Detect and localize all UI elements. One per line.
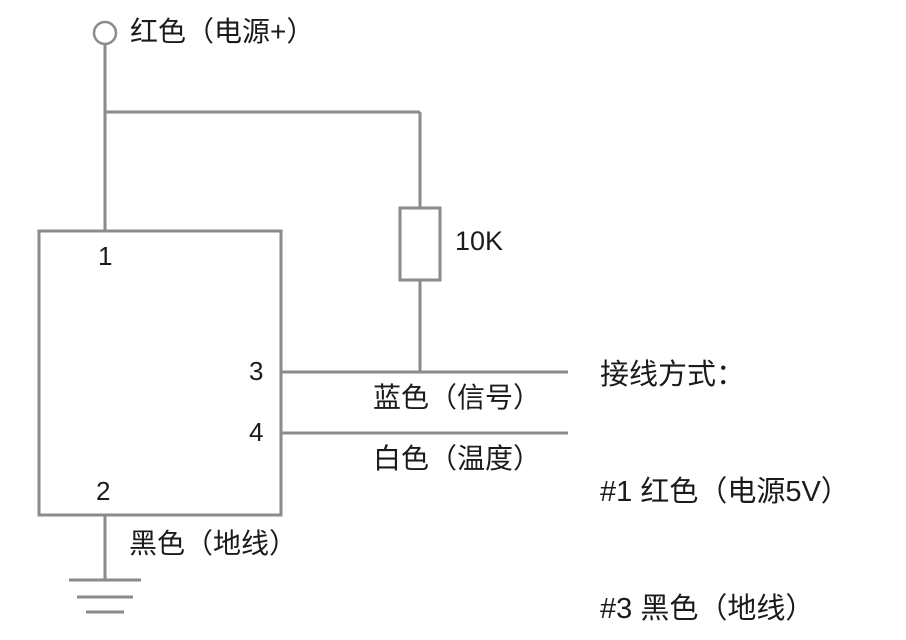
resistor-body bbox=[398, 206, 442, 282]
ic-block-body bbox=[37, 229, 283, 517]
pin-number-1: 1 bbox=[98, 241, 113, 271]
terminal-circle-icon bbox=[92, 20, 118, 46]
wiring-legend: 接线方式： #1 红色（电源5V） #3 黑色（地线） #4 蓝色（输出） #2… bbox=[600, 278, 850, 640]
legend-entry-2: #3 黑色（地线） bbox=[600, 593, 815, 625]
resistor-value-label: 10K bbox=[455, 226, 504, 256]
pin-number-4: 4 bbox=[249, 417, 264, 447]
power-terminal-label: 红色（电源+） bbox=[130, 16, 315, 47]
wire-label-pin3: 蓝色（信号） bbox=[373, 382, 542, 413]
legend-heading: 接线方式： bbox=[600, 359, 746, 391]
wire-label-ground: 黑色（地线） bbox=[129, 528, 298, 559]
pin-number-3: 3 bbox=[249, 356, 264, 386]
pin-number-2: 2 bbox=[96, 476, 111, 506]
legend-entry-1: #1 红色（电源5V） bbox=[600, 476, 850, 508]
wire-label-pin4: 白色（温度） bbox=[373, 443, 542, 474]
